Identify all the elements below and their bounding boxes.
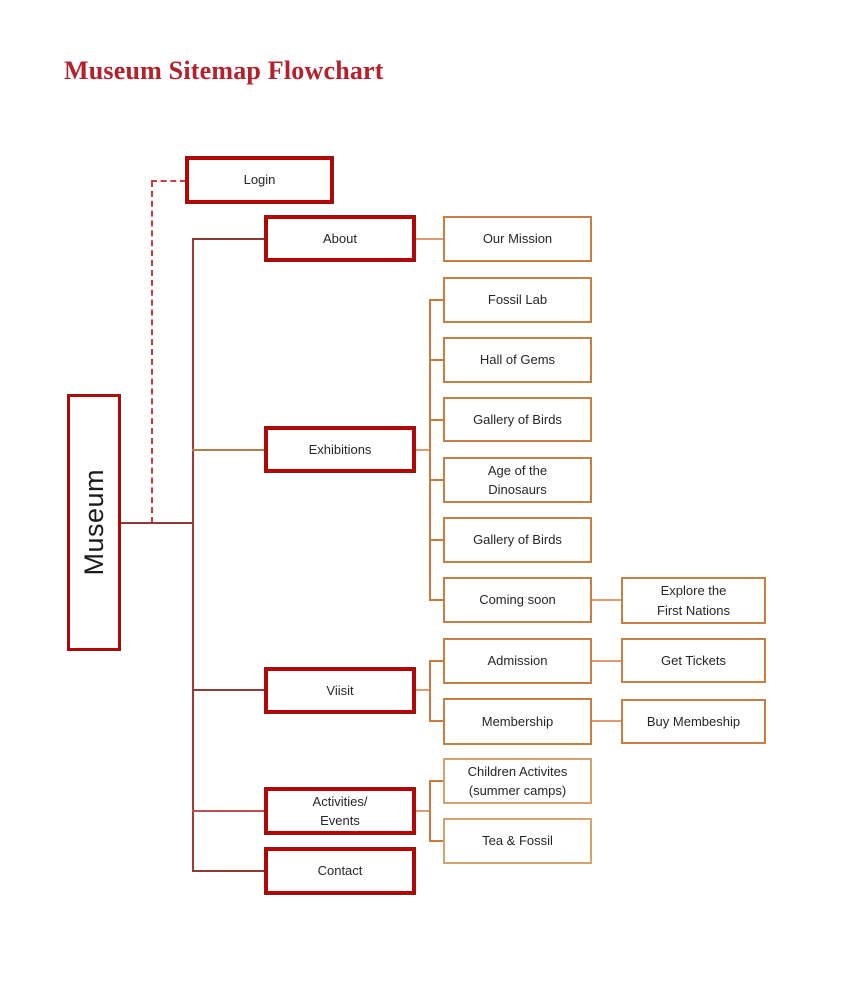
node-tea-fossil: Tea & Fossil — [443, 818, 592, 864]
connector-stub-membership — [429, 720, 443, 722]
node-museum: Museum — [68, 395, 120, 650]
connector-stub-admission — [429, 660, 443, 662]
node-fossil-lab: Fossil Lab — [443, 277, 592, 323]
node-our-mission: Our Mission — [443, 216, 592, 262]
node-about: About — [265, 216, 415, 261]
node-viisit: Viisit — [265, 668, 415, 713]
connector-branch-contact — [192, 870, 265, 872]
connector-stub-fossil-lab — [429, 299, 443, 301]
node-exhibitions: Exhibitions — [265, 427, 415, 472]
node-museum-label: Museum — [78, 469, 109, 576]
node-coming-soon: Coming soon — [443, 577, 592, 623]
connector-stub-gallery-of-birds-2 — [429, 539, 443, 541]
connector-stub-children-activites — [429, 780, 443, 782]
connector-stub-tea-fossil — [429, 840, 443, 842]
node-membership: Membership — [443, 698, 592, 745]
connector-admission-get-tickets — [592, 660, 621, 662]
node-activities-events: Activities/ Events — [265, 788, 415, 834]
page-title: Museum Sitemap Flowchart — [64, 56, 384, 85]
node-gallery-of-birds-1: Gallery of Birds — [443, 397, 592, 442]
connector-stub-hall-of-gems — [429, 359, 443, 361]
node-get-tickets: Get Tickets — [621, 638, 766, 683]
node-children-activites: Children Activites (summer camps) — [443, 758, 592, 804]
connector-login-dashed-horizontal — [151, 180, 186, 182]
connector-main-trunk — [192, 239, 194, 872]
connector-viisit-vertical — [429, 660, 431, 722]
node-admission: Admission — [443, 638, 592, 684]
connector-museum-trunk — [120, 522, 193, 524]
connector-coming-soon-explore — [592, 599, 621, 601]
connector-branch-activities — [192, 810, 265, 812]
node-contact: Contact — [265, 848, 415, 894]
connector-branch-viisit — [192, 689, 265, 691]
connector-login-dashed-vertical — [151, 181, 153, 523]
connector-stub-gallery-of-birds-1 — [429, 419, 443, 421]
node-explore-first-nations: Explore the First Nations — [621, 577, 766, 624]
connector-stub-age-of-the-dinosaurs — [429, 479, 443, 481]
node-gallery-of-birds-2: Gallery of Birds — [443, 517, 592, 563]
connector-exhibitions-vertical — [429, 299, 431, 601]
connector-branch-exhibitions — [192, 449, 265, 451]
node-login: Login — [186, 157, 333, 203]
connector-branch-about — [192, 238, 265, 240]
connector-about-our-mission — [415, 238, 443, 240]
connector-exhibitions-subtrunk — [415, 449, 431, 451]
node-hall-of-gems: Hall of Gems — [443, 337, 592, 383]
connector-activities-subtrunk — [415, 810, 431, 812]
node-buy-membeship: Buy Membeship — [621, 699, 766, 744]
node-age-of-the-dinosaurs: Age of the Dinosaurs — [443, 457, 592, 503]
connector-membership-buy — [592, 720, 621, 722]
connector-stub-coming-soon — [429, 599, 443, 601]
connector-activities-vertical — [429, 780, 431, 842]
connector-viisit-subtrunk — [415, 689, 431, 691]
